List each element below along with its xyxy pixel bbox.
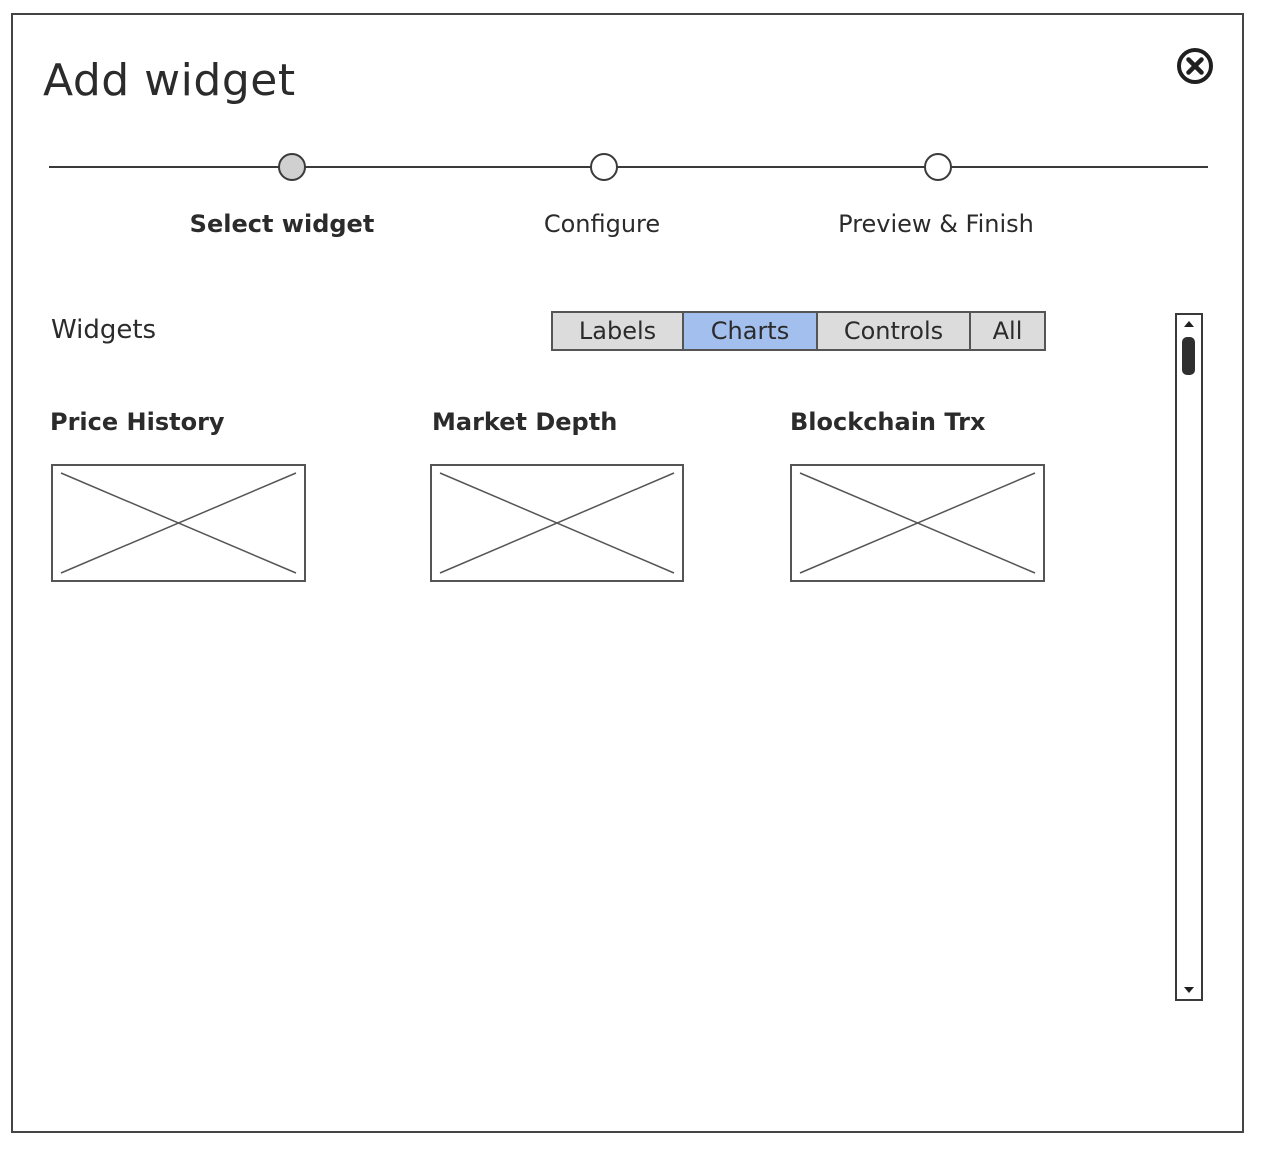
widget-title-blockchain-trx: Blockchain Trx: [790, 408, 986, 436]
tab-charts[interactable]: Charts: [684, 313, 818, 349]
widget-filter-tabs: Labels Charts Controls All: [551, 311, 1046, 351]
widget-title-market-depth: Market Depth: [432, 408, 618, 436]
tab-controls[interactable]: Controls: [818, 313, 971, 349]
scroll-down-arrow-icon: [1184, 987, 1194, 993]
widget-title-price-history: Price History: [50, 408, 225, 436]
scroll-down-button[interactable]: [1177, 981, 1201, 999]
image-placeholder-icon: [60, 472, 297, 574]
widgets-section-label: Widgets: [51, 315, 157, 345]
widget-thumbnail-blockchain-trx[interactable]: [790, 464, 1045, 582]
step-label-preview-finish[interactable]: Preview & Finish: [838, 210, 1034, 238]
vertical-scrollbar[interactable]: [1175, 313, 1203, 1001]
widget-thumbnail-market-depth[interactable]: [430, 464, 684, 582]
step-marker-select-widget[interactable]: [278, 153, 306, 181]
tab-labels[interactable]: Labels: [553, 313, 684, 349]
dialog-title: Add widget: [43, 55, 296, 106]
step-marker-preview-finish[interactable]: [924, 153, 952, 181]
add-widget-dialog: Add widget Select widget Configure Previ…: [11, 13, 1244, 1133]
image-placeholder-icon: [439, 472, 675, 574]
step-label-select-widget[interactable]: Select widget: [189, 210, 375, 238]
tab-all[interactable]: All: [971, 313, 1044, 349]
step-marker-configure[interactable]: [590, 153, 618, 181]
wizard-progress-line: [49, 166, 1208, 168]
scroll-up-arrow-icon: [1184, 321, 1194, 327]
close-button[interactable]: [1176, 47, 1214, 85]
close-circle-icon: [1177, 48, 1213, 84]
scrollbar-thumb[interactable]: [1182, 337, 1195, 375]
widget-thumbnail-price-history[interactable]: [51, 464, 306, 582]
image-placeholder-icon: [799, 472, 1036, 574]
step-label-configure[interactable]: Configure: [543, 210, 661, 238]
scroll-up-button[interactable]: [1177, 315, 1201, 333]
